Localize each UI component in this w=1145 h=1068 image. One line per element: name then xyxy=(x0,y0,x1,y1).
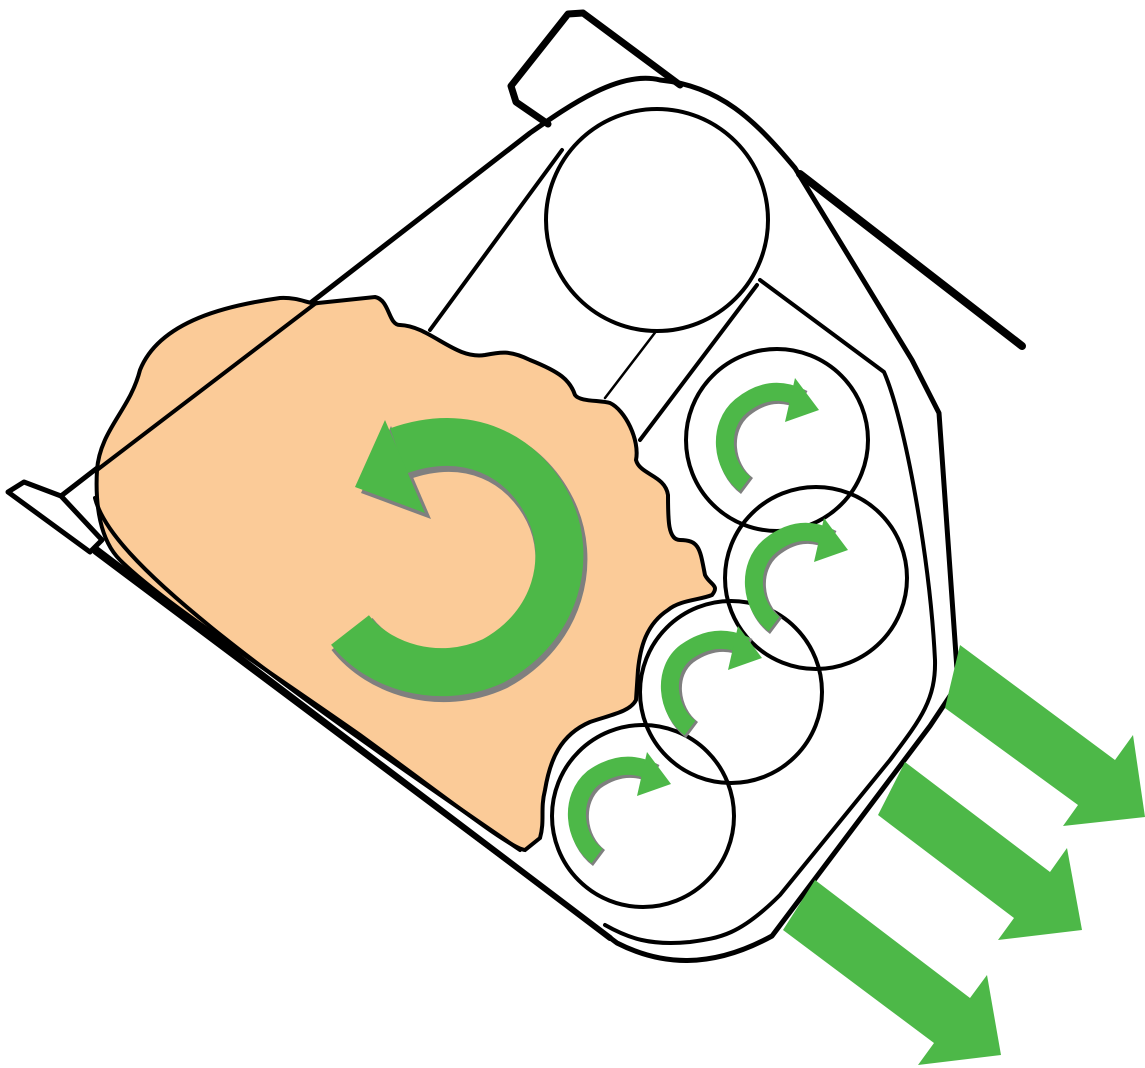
hopper-right-wall xyxy=(800,174,1022,346)
housing-lip xyxy=(8,482,102,552)
top-drum xyxy=(546,109,768,331)
clockwise-arrow-icon xyxy=(725,378,819,486)
roller-1 xyxy=(686,349,868,531)
clockwise-arrow-icon xyxy=(754,518,848,626)
clockwise-arrow-icon xyxy=(670,626,762,730)
output-arrow-icon xyxy=(783,880,1001,1065)
output-arrow-icon xyxy=(878,762,1082,940)
output-arrow-icon xyxy=(945,645,1145,826)
feed-chute-left xyxy=(430,150,562,330)
feed-chute-mid xyxy=(605,330,657,398)
clockwise-arrow-icon xyxy=(577,752,671,858)
